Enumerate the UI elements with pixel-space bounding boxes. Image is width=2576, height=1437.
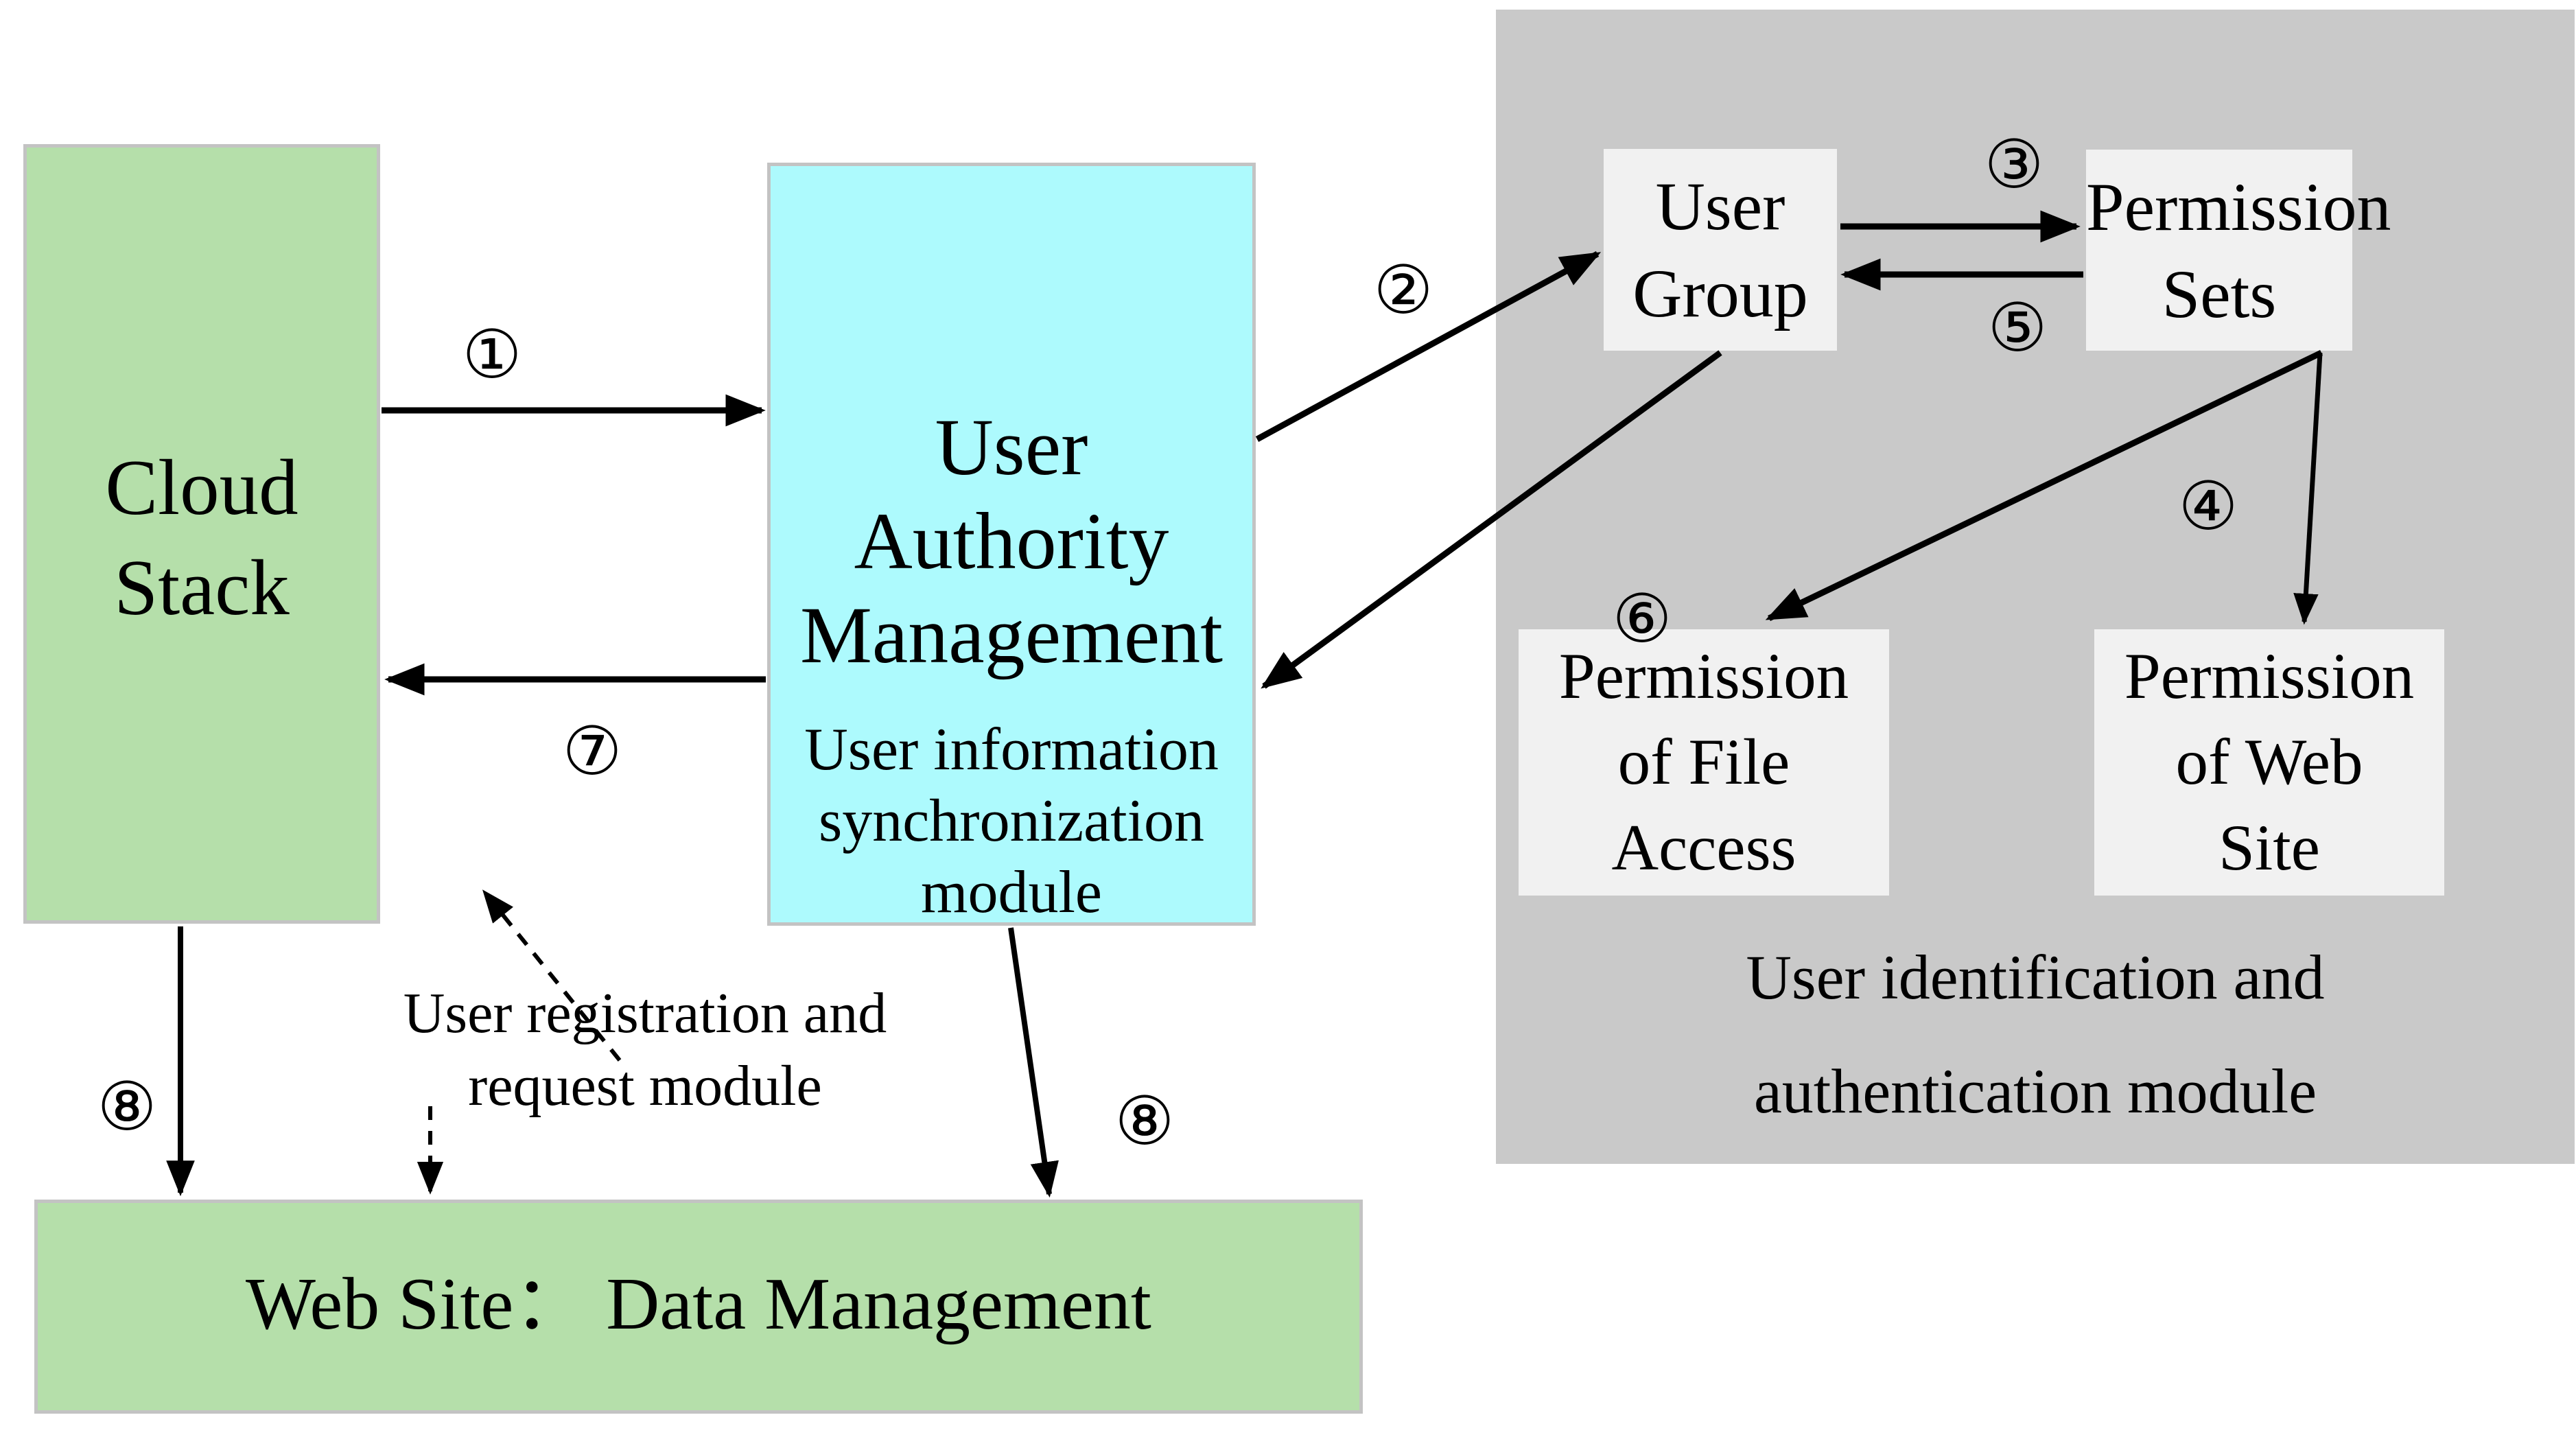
permission-web-line: Permission bbox=[2124, 640, 2415, 712]
uam-title: User Authority Management bbox=[771, 400, 1252, 682]
cloud-stack-line: Cloud bbox=[105, 444, 298, 531]
permission-web-line: of Web bbox=[2175, 725, 2363, 798]
uam-title-line: Management bbox=[800, 590, 1223, 680]
permission-web-site-label: Permission of Web Site bbox=[2094, 633, 2444, 891]
web-site-label: Web Site： Data Management bbox=[246, 1263, 1151, 1345]
permission-file-line: of File bbox=[1617, 725, 1790, 798]
step-5-badge: ⑤ bbox=[1987, 289, 2048, 366]
caption-line: User identification and bbox=[1746, 942, 2325, 1012]
caption-line: request module bbox=[468, 1054, 822, 1118]
permission-file-access-box: Permission of File Access bbox=[1519, 629, 1889, 896]
step-4-badge: ④ bbox=[2178, 467, 2238, 545]
permission-file-access-label: Permission of File Access bbox=[1519, 633, 1889, 891]
permission-sets-line: Sets bbox=[2162, 256, 2277, 332]
identification-module-caption: User identification and authentication m… bbox=[1496, 920, 2575, 1148]
user-group-box: User Group bbox=[1604, 149, 1837, 351]
permission-sets-box: Permission Sets bbox=[2086, 150, 2391, 351]
step-8-left-badge: ⑧ bbox=[97, 1068, 157, 1145]
user-authority-management-box: User Authority Management User informati… bbox=[767, 163, 1256, 926]
permission-file-line: Access bbox=[1611, 811, 1796, 884]
uam-subtitle: User information synchronization module bbox=[771, 714, 1252, 928]
step-1-badge: ① bbox=[462, 316, 522, 393]
uam-title-line: Authority bbox=[854, 496, 1169, 586]
user-group-label: User Group bbox=[1604, 163, 1837, 337]
user-group-line: Group bbox=[1632, 255, 1808, 331]
user-group-line: User bbox=[1655, 168, 1785, 244]
permission-web-line: Site bbox=[2218, 811, 2320, 884]
step-7-badge: ⑦ bbox=[562, 712, 622, 790]
cloud-stack-line: Stack bbox=[114, 544, 290, 631]
uam-title-line: User bbox=[935, 402, 1088, 492]
permission-sets-line: Permission bbox=[2086, 169, 2391, 245]
cloud-stack-box: Cloud Stack bbox=[23, 144, 380, 924]
uam-subtitle-line: synchronization bbox=[818, 788, 1205, 854]
permission-sets-label: Permission Sets bbox=[2086, 163, 2391, 338]
step-3-badge: ③ bbox=[1984, 126, 2044, 203]
step-2-badge: ② bbox=[1373, 251, 1433, 329]
uam-subtitle-line: User information bbox=[804, 716, 1219, 783]
web-site-box: Web Site： Data Management bbox=[34, 1200, 1363, 1414]
cloud-stack-label: Cloud Stack bbox=[27, 438, 377, 638]
caption-line: User registration and bbox=[403, 981, 887, 1045]
caption-line: authentication module bbox=[1753, 1056, 2317, 1126]
permission-file-line: Permission bbox=[1558, 640, 1849, 712]
arrow-8-uam-to-web-site bbox=[1008, 927, 1059, 1198]
registration-module-caption: User registration and request module bbox=[302, 977, 988, 1123]
step-8-right-badge: ⑧ bbox=[1114, 1082, 1175, 1160]
step-6-badge: ⑥ bbox=[1612, 580, 1672, 657]
permission-web-site-box: Permission of Web Site bbox=[2094, 629, 2444, 896]
uam-subtitle-line: module bbox=[921, 859, 1102, 926]
